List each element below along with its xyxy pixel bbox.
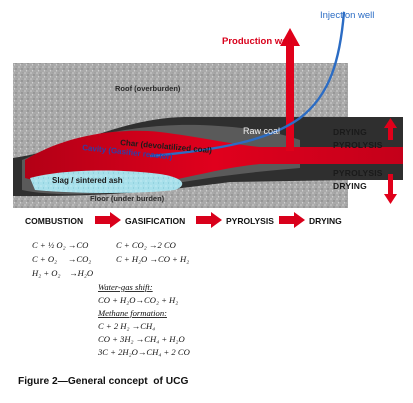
reaction-left-1: C + ½ O₂ →CO: [32, 240, 88, 250]
stage-gasification: GASIFICATION: [125, 216, 185, 226]
side-label-drying-upper: DRYING: [333, 127, 367, 137]
methane-formation-heading: Methane formation:: [97, 308, 167, 318]
injection-well-line: [149, 11, 346, 158]
side-label-pyrolysis-upper: PYROLYSIS: [333, 140, 383, 150]
reaction-left-3: H₂ + O₂ →H₂O: [31, 268, 93, 278]
reaction-right-2: C + H₂O →CO + H₂: [116, 254, 189, 264]
reaction-right-1: C + CO₂ →2 CO: [116, 240, 176, 250]
side-arrow-up-shaft: [388, 126, 393, 140]
floor-label: Floor (under burden): [90, 194, 165, 203]
methane-line-2: CO + 3H₂ →CH₄ + H₂O: [98, 334, 185, 344]
side-label-pyrolysis-lower: PYROLYSIS: [333, 168, 383, 178]
side-arrow-down-shaft: [388, 174, 393, 196]
methane-line-3: 3C + 2H₂O→CH₄ + 2 CO: [97, 347, 190, 357]
water-gas-shift-line: CO + H₂O→CO₂ + H₂: [98, 295, 178, 305]
side-arrow-up-head: [384, 118, 397, 128]
stage-pyrolysis: PYROLYSIS: [226, 216, 274, 226]
production-well-label: Production well: [222, 36, 293, 47]
water-gas-shift-heading: Water-gas shift:: [98, 282, 153, 292]
injection-well-label: Injection well: [320, 10, 374, 21]
side-arrow-down-head: [384, 194, 397, 204]
production-well-arrowhead: [280, 28, 300, 46]
slag-label: Slag / sintered ash: [52, 176, 123, 185]
stage-arrow-3: [279, 212, 305, 228]
figure-caption: Figure 2—General concept of UCG: [18, 376, 188, 387]
stage-drying: DRYING: [309, 216, 342, 226]
roof-label: Roof (overburden): [115, 84, 181, 93]
side-label-drying-lower: DRYING: [333, 181, 367, 191]
raw-coal-label: Raw coal: [243, 126, 280, 136]
stage-combustion: COMBUSTION: [25, 216, 83, 226]
production-well-shaft: [286, 43, 294, 151]
slag-zone: [30, 170, 183, 193]
methane-line-1: C + 2 H₂ →CH₄: [98, 321, 155, 331]
stage-arrow-2: [196, 212, 222, 228]
stage-arrow-1: [95, 212, 121, 228]
reaction-left-2: C + O₂ →CO₂: [32, 254, 91, 264]
